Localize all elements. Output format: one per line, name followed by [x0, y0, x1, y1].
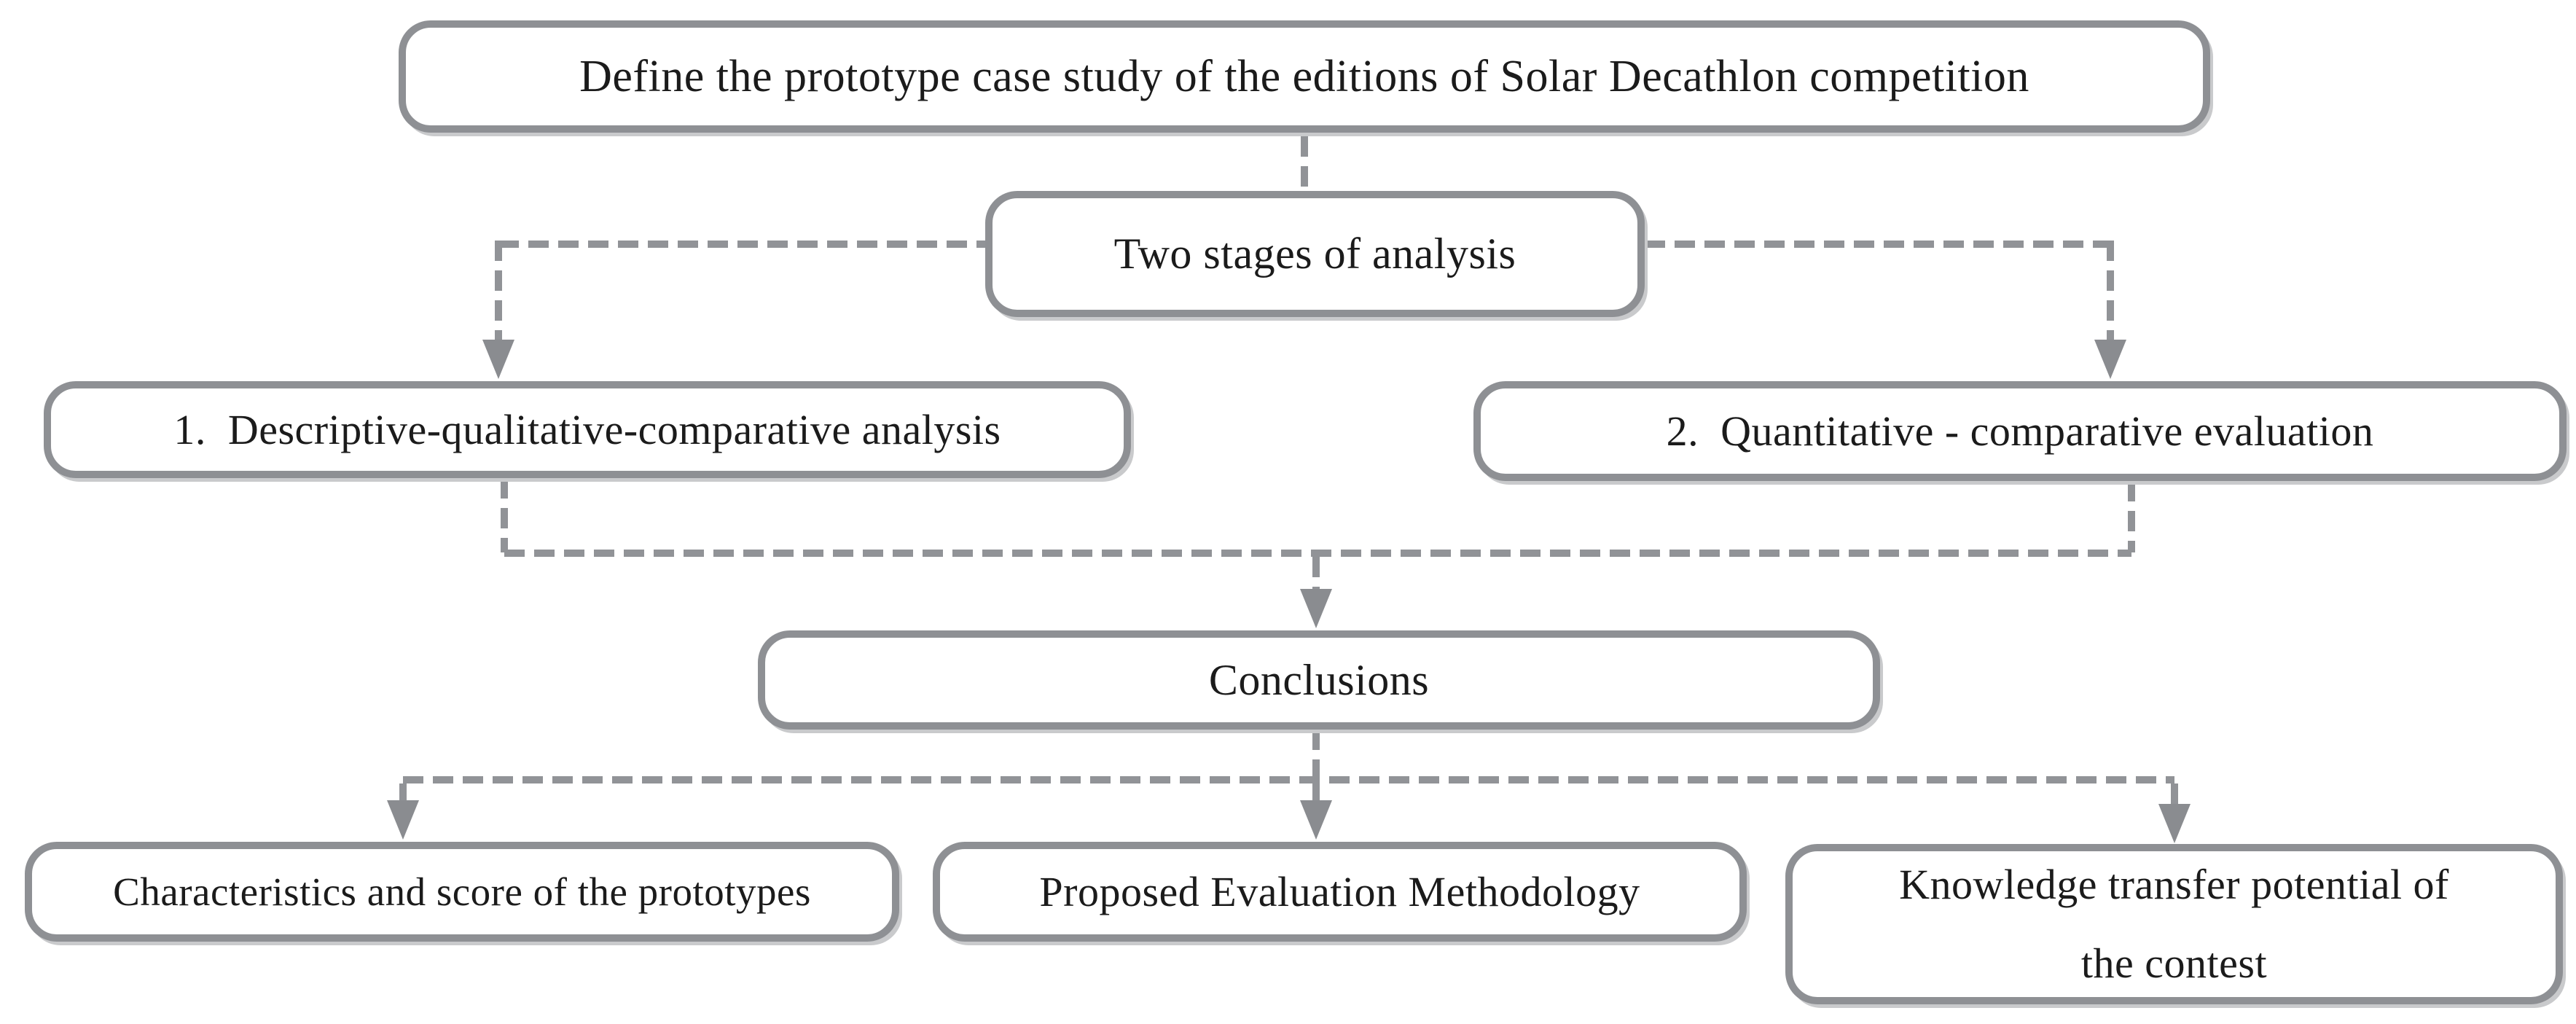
arrow-down-icon: [2158, 804, 2191, 843]
arrow-down-icon: [387, 800, 419, 840]
connector-below-quantitative: [2128, 481, 2135, 552]
connector-stages-left-vertical: [495, 241, 502, 341]
connector-below-qualitative: [501, 478, 508, 552]
arrow-down-icon: [1300, 589, 1332, 628]
arrow-down-icon: [1300, 800, 1332, 840]
connector-stages-right-vertical: [2107, 241, 2114, 341]
flow-node-characteristics-label: Characteristics and score of the prototy…: [113, 869, 811, 914]
connector-drop-left: [399, 783, 407, 805]
arrow-down-icon: [482, 340, 514, 379]
connector-below-conclusions: [1312, 730, 1320, 779]
flow-node-define: Define the prototype case study of the e…: [399, 20, 2210, 133]
connector-stages-right-horizontal: [1645, 241, 2113, 248]
flow-node-quantitative: 2. Quantitative - comparative evaluation: [1473, 381, 2567, 481]
flow-node-knowledge-label: Knowledge transfer potential of the cont…: [1899, 861, 2449, 987]
connector-distribute-horizontal: [403, 776, 2174, 783]
connector-drop-center: [1312, 783, 1320, 805]
flow-node-define-label: Define the prototype case study of the e…: [579, 51, 2029, 101]
flow-node-conclusions-label: Conclusions: [1208, 655, 1430, 704]
connector-merge-horizontal: [504, 550, 2131, 557]
connector-merge-drop: [1312, 557, 1320, 593]
flow-node-conclusions: Conclusions: [758, 630, 1880, 730]
flow-node-two-stages: Two stages of analysis: [985, 191, 1645, 317]
connector-define-to-stages: [1301, 136, 1308, 191]
flow-node-methodology: Proposed Evaluation Methodology: [933, 842, 1747, 942]
connector-stages-left-horizontal: [498, 241, 985, 248]
flow-node-qualitative: 1. Descriptive-qualitative-comparative a…: [44, 381, 1131, 478]
flow-node-characteristics: Characteristics and score of the prototy…: [25, 842, 899, 942]
arrow-down-icon: [2094, 340, 2126, 379]
connector-drop-right: [2171, 783, 2178, 808]
flow-node-two-stages-label: Two stages of analysis: [1113, 230, 1516, 278]
flow-node-qualitative-label: 1. Descriptive-qualitative-comparative a…: [173, 406, 1001, 453]
flow-node-quantitative-label: 2. Quantitative - comparative evaluation: [1666, 407, 2374, 455]
flow-node-knowledge: Knowledge transfer potential of the cont…: [1785, 844, 2563, 1004]
flow-node-methodology-label: Proposed Evaluation Methodology: [1039, 868, 1640, 915]
